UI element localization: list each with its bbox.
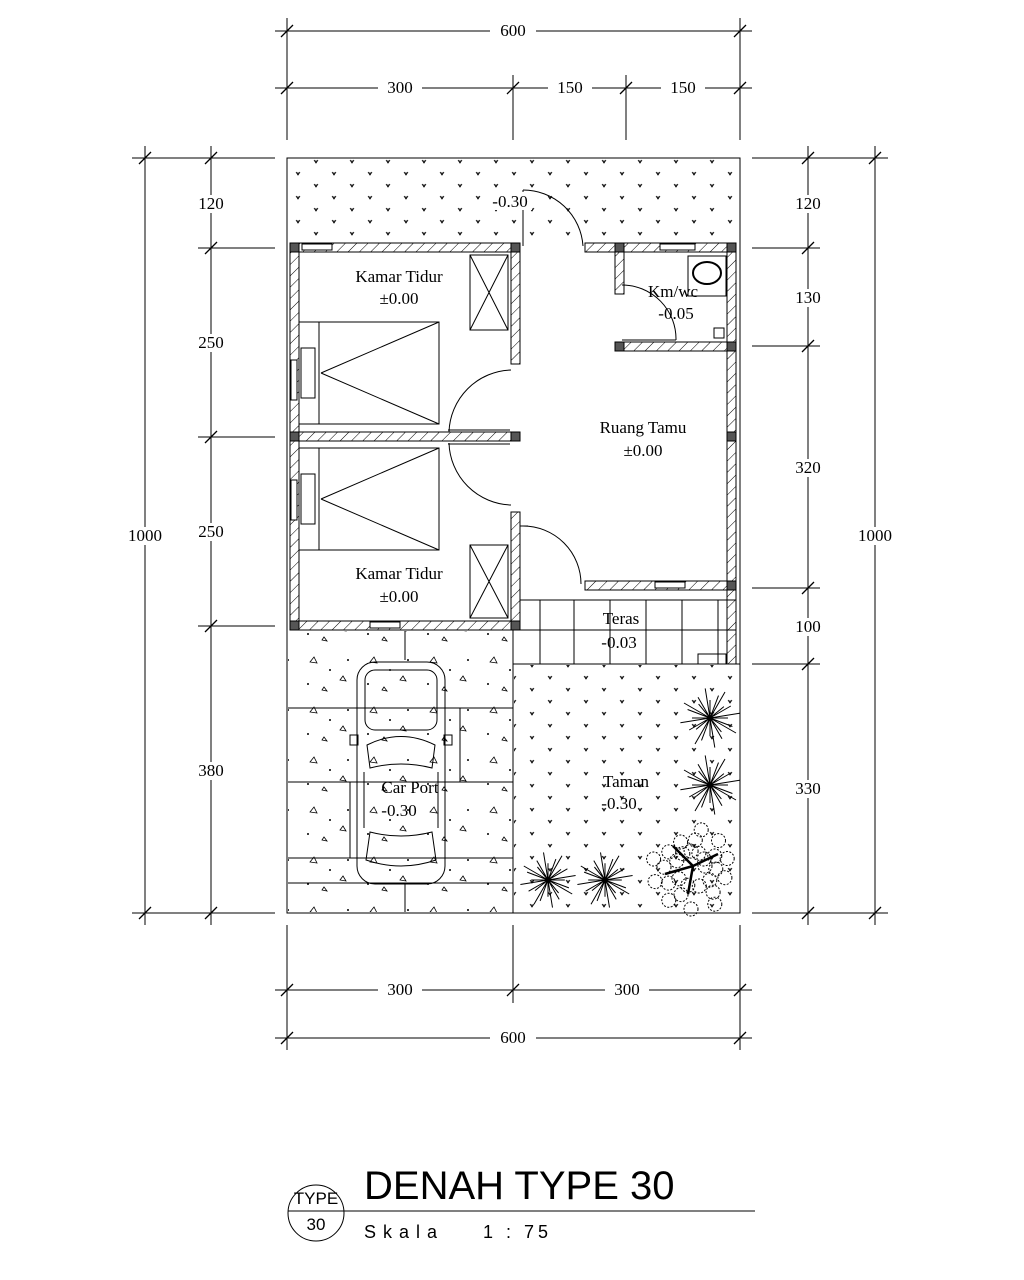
dim-top-total: 600 <box>500 21 526 40</box>
dimension-labels: 600 300 150 150 300 300 600 1000 120 250… <box>120 21 900 1047</box>
dim-bottom-2: 300 <box>614 980 640 999</box>
dim-right-1: 120 <box>795 194 821 213</box>
bedroom-1-name: Kamar Tidur <box>355 267 443 286</box>
dim-left-2: 250 <box>198 333 224 352</box>
terrace-name: Teras <box>603 609 640 628</box>
car-icon <box>349 661 453 885</box>
dim-left-4: 380 <box>198 761 224 780</box>
dim-bottom-total: 600 <box>500 1028 526 1047</box>
dim-left-total: 1000 <box>128 526 162 545</box>
dim-right-5: 330 <box>795 779 821 798</box>
palm-plant-icon <box>520 852 576 908</box>
dim-top-2: 150 <box>557 78 583 97</box>
type-badge-top: TYPE <box>294 1189 338 1208</box>
tree-icon <box>646 822 735 917</box>
furniture <box>298 254 740 913</box>
palm-plant-icon <box>680 688 740 748</box>
dim-right-3: 320 <box>795 458 821 477</box>
dim-right-total: 1000 <box>858 526 892 545</box>
carport-name: Car Port <box>381 778 438 797</box>
living-room-name: Ruang Tamu <box>600 418 687 437</box>
scale-value: 1 : 75 <box>483 1222 552 1242</box>
dim-left-1: 120 <box>198 194 224 213</box>
room-labels: -0.30 Kamar Tidur ±0.00 Kamar Tidur ±0.0… <box>355 192 698 820</box>
carport-paving <box>288 631 513 912</box>
garden-name: Taman <box>603 772 650 791</box>
dim-left-3: 250 <box>198 522 224 541</box>
palm-plant-icon <box>680 755 740 815</box>
dim-right-2: 130 <box>795 288 821 307</box>
dim-right-4: 100 <box>795 617 821 636</box>
terrace-level: -0.03 <box>601 633 636 652</box>
garden-level: -0.30 <box>601 794 636 813</box>
living-room-level: ±0.00 <box>623 441 662 460</box>
carport-level: -0.30 <box>381 801 416 820</box>
dim-top-1: 300 <box>387 78 413 97</box>
dim-bottom-1: 300 <box>387 980 413 999</box>
carport-paving-joints <box>288 631 513 912</box>
bedroom-2-name: Kamar Tidur <box>355 564 443 583</box>
bathroom-name: Km/wc <box>648 282 699 301</box>
front-garden-level: -0.30 <box>492 192 527 211</box>
title-block: TYPE 30 DENAH TYPE 30 Skala 1 : 75 <box>287 1164 755 1242</box>
palm-plant-icon <box>577 852 633 908</box>
bedroom-2-level: ±0.00 <box>379 587 418 606</box>
scale-label: Skala <box>364 1222 444 1242</box>
garden-plants <box>520 688 740 917</box>
bathroom-level: -0.05 <box>658 304 693 323</box>
type-badge <box>287 1184 345 1242</box>
bedroom-1-level: ±0.00 <box>379 289 418 308</box>
dim-top-3: 150 <box>670 78 696 97</box>
type-badge-bottom: 30 <box>307 1215 326 1234</box>
drawing-title: DENAH TYPE 30 <box>364 1164 675 1208</box>
